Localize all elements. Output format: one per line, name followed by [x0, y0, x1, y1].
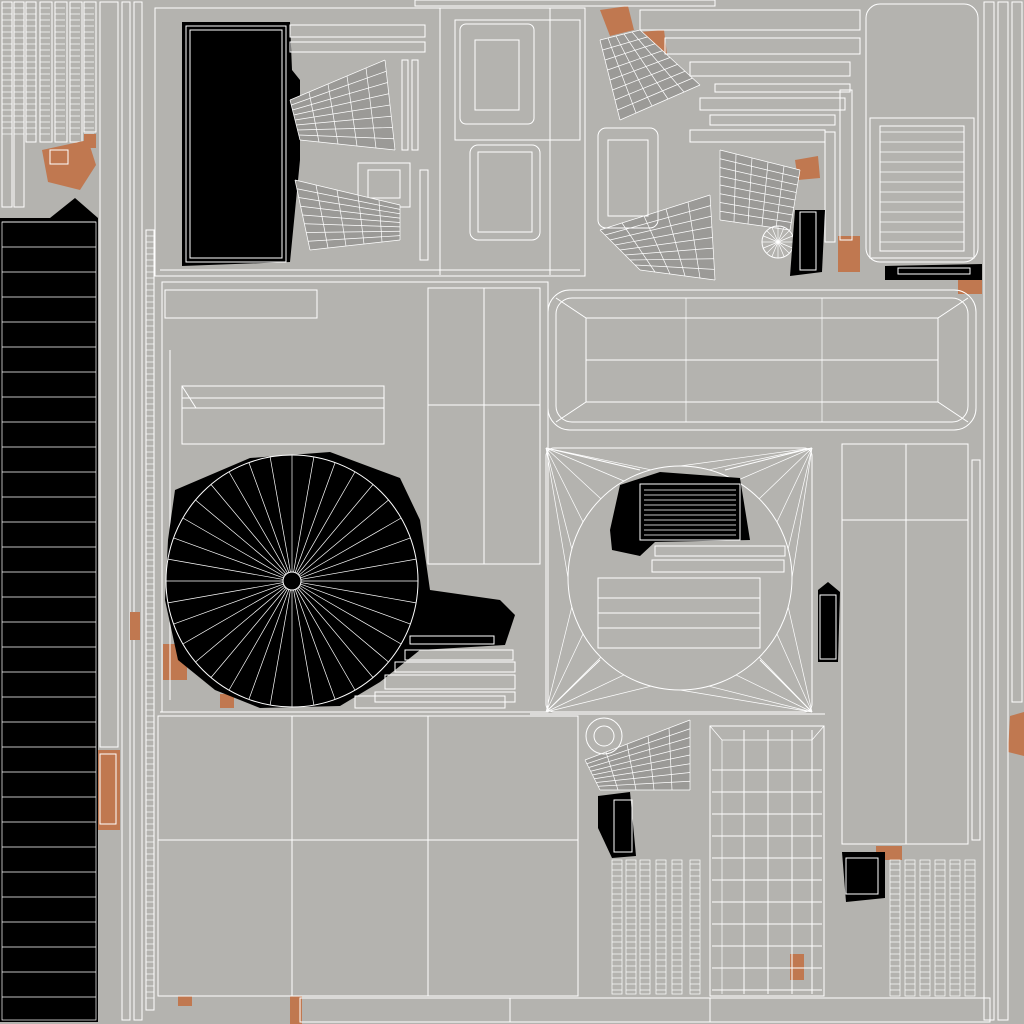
black-grid-strip — [0, 198, 120, 1022]
bottom-large-panel — [157, 711, 991, 1023]
middle-left-panels — [161, 281, 549, 713]
upper-right-cluster — [597, 9, 982, 280]
octagon-plaza — [545, 447, 840, 713]
left-column-strips — [1, 1, 155, 1021]
right-tall-panel — [841, 443, 981, 997]
black-panel — [182, 22, 300, 266]
stair-strips — [354, 649, 516, 709]
black-fan-disc — [165, 452, 516, 709]
top-region-outlines — [154, 0, 716, 277]
shaded-wedges — [289, 29, 801, 791]
right-shell-panel — [865, 1, 1023, 1021]
grid-window-panel — [585, 717, 825, 997]
long-bevel-panel — [547, 289, 977, 431]
